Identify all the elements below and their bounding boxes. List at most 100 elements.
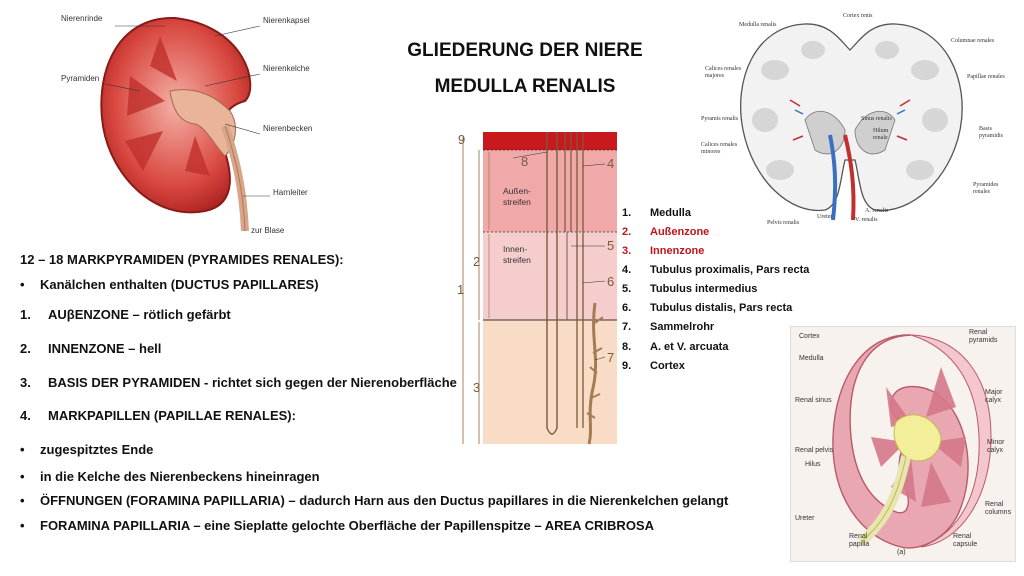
page-title: GLIEDERUNG DER NIERE (407, 40, 643, 61)
label-nierenkapsel: Nierenkapsel (263, 16, 310, 25)
legend-number: 3. (622, 245, 632, 257)
section-heading: 12 – 18 MARKPYRAMIDEN (PYRAMIDES RENALES… (20, 252, 344, 267)
label-v-renalis: V. renalis (855, 217, 878, 223)
list-item-text: FORAMINA PAPILLARIA – eine Sieplatte gel… (40, 518, 654, 533)
label-pelvis-renalis: Pelvis renalis (767, 220, 800, 226)
legend-item: 1. Medulla (622, 207, 691, 219)
list-item: 4. MARKPAPILLEN (PAPILLAE RENALES): (20, 408, 296, 423)
list-item-text: AUβENZONE – rötlich gefärbt (48, 307, 231, 322)
legend-item: 5. Tubulus intermedius (622, 283, 757, 295)
legend-item: 8. A. et V. arcuata (622, 341, 728, 353)
label-columnae-renales: Columnae renales (951, 38, 995, 44)
legend-number: 8. (622, 341, 632, 353)
label-major-calyx: Major calyx (985, 389, 1003, 404)
list-marker: 2. (20, 341, 31, 356)
kidney-section-drawing (739, 23, 963, 221)
diagram-number-9: 9 (458, 132, 466, 147)
list-marker: • (20, 442, 25, 457)
kidney-left-illustration: Nierenrinde Pyramiden Nierenkapsel Niere… (55, 6, 335, 238)
diagram-number-5: 5 (607, 238, 615, 253)
label-zur-blase: zur Blase (251, 226, 285, 235)
list-marker: • (20, 277, 25, 292)
label-cortex-renis: Cortex renis (843, 13, 873, 19)
label-innenstreifen: Innen- streifen (503, 244, 531, 265)
legend-text: Medulla (650, 207, 691, 219)
label-a-renalis: A. renalis (865, 208, 889, 214)
list-item: 2. INNENZONE – hell (20, 341, 161, 356)
list-item: • Kanälchen enthalten (DUCTUS PAPILLARES) (20, 277, 319, 292)
label-calices-majores: Calices renales majores (705, 66, 742, 79)
label-papillae-renales: Papillae renales (967, 74, 1005, 80)
legend-item: 2. Außenzone (622, 226, 709, 238)
label-nierenrinde: Nierenrinde (61, 14, 103, 23)
diagram-number-7: 7 (607, 350, 615, 365)
legend-text: Tubulus proximalis, Pars recta (650, 264, 810, 276)
list-item-text: MARKPAPILLEN (PAPILLAE RENALES): (48, 408, 296, 423)
list-marker: 1. (20, 307, 31, 322)
legend-text: Außenzone (650, 226, 710, 238)
label-renal-columns: Renal columns (985, 501, 1012, 516)
legend-number: 7. (622, 321, 632, 333)
legend-item: 7.Sammelrohr (622, 321, 714, 333)
label-pyramis-renalis: Pyramis renalis (701, 116, 739, 122)
list-item-text: Kanälchen enthalten (DUCTUS PAPILLARES) (40, 277, 319, 292)
kidney-section-illustration: Medulla renalis Cortex renis Columnae re… (695, 10, 1015, 230)
label-basis-pyramidis: Basis pyramidis (979, 126, 1003, 139)
label-hilum-renale: Hilum renale (873, 128, 889, 141)
diagram-number-1: 1 (457, 282, 465, 297)
label-sinus-renalis: Sinus renalis (861, 116, 892, 122)
medulla-diagram-drawing (462, 132, 617, 445)
legend-item: 3. Innenzone (622, 245, 704, 257)
page-subtitle: MEDULLA RENALIS (434, 76, 616, 97)
legend-text: A. et V. arcuata (650, 341, 729, 353)
list-item-text: ÖFFNUNGEN (FORAMINA PAPILLARIA) – dadurc… (40, 493, 729, 508)
label-pyramides-renales: Pyramides renales (973, 182, 999, 195)
list-item: 1. AUβENZONE – rötlich gefärbt (20, 307, 231, 322)
legend-number: 1. (622, 207, 632, 219)
label-calices-minores: Calices renales minores (701, 142, 738, 155)
figure-tag: (a) (897, 549, 906, 556)
list-item: • FORAMINA PAPILLARIA – eine Sieplatte ge… (20, 518, 654, 533)
diagram-number-8: 8 (521, 154, 529, 169)
list-item-text: INNENZONE – hell (48, 341, 162, 356)
label-medulla-renalis: Medulla renalis (739, 22, 777, 28)
legend-number: 5. (622, 283, 632, 295)
legend-text: Innenzone (650, 245, 705, 257)
legend-number: 2. (622, 226, 632, 238)
label-minor-calyx: Minor calyx (987, 439, 1005, 454)
label-pyramiden: Pyramiden (61, 74, 100, 83)
label-hilus: Hilus (805, 461, 821, 468)
legend-item: 6. Tubulus distalis, Pars recta (622, 302, 792, 314)
list-marker: • (20, 493, 25, 508)
list-item: • ÖFFNUNGEN (FORAMINA PAPILLARIA) – dadur… (20, 493, 728, 508)
label-medulla: Medulla (799, 355, 824, 362)
label-renal-pelvis: Renal pelvis (795, 447, 834, 454)
list-marker: • (20, 518, 25, 533)
label-nierenkelche: Nierenkelche (263, 64, 310, 73)
list-marker: 4. (20, 408, 31, 423)
kidney-cross-section-drawing (832, 334, 992, 549)
label-renal-sinus: Renal sinus (795, 397, 832, 404)
legend-text: Tubulus intermedius (650, 283, 758, 295)
list-item: • in die Kelche des Nierenbeckens hineinr… (20, 469, 320, 484)
legend-number: 6. (622, 302, 632, 314)
label-aussenstreifen: Außen- streifen (503, 186, 531, 207)
kidney-cross-section-illustration: Cortex Medulla Renal sinus Renal pelvis … (790, 326, 1016, 562)
label-nierenbecken: Nierenbecken (263, 124, 313, 133)
label-harnleiter: Harnleiter (273, 188, 308, 197)
list-item-text: in die Kelche des Nierenbeckens hineinra… (40, 469, 320, 484)
label-ureter-top: Ureter (817, 214, 833, 220)
legend-text: Cortex (650, 360, 685, 372)
legend-item: 9. Cortex (622, 360, 685, 372)
list-item-text: BASIS DER PYRAMIDEN - richtet sich gegen… (48, 375, 457, 390)
list-marker: • (20, 469, 25, 484)
legend-number: 9. (622, 360, 632, 372)
legend-number: 4. (622, 264, 632, 276)
list-item-text: zugespitztes Ende (40, 442, 154, 457)
legend-text: Tubulus distalis, Pars recta (650, 302, 793, 314)
list-item: 3. BASIS DER PYRAMIDEN - richtet sich geg… (20, 375, 457, 390)
label-renal-pyramids: Renal pyramids (969, 329, 998, 344)
kidney-left-drawing (100, 16, 270, 232)
list-marker: 3. (20, 375, 31, 390)
legend-item: 4. Tubulus proximalis, Pars recta (622, 264, 809, 276)
